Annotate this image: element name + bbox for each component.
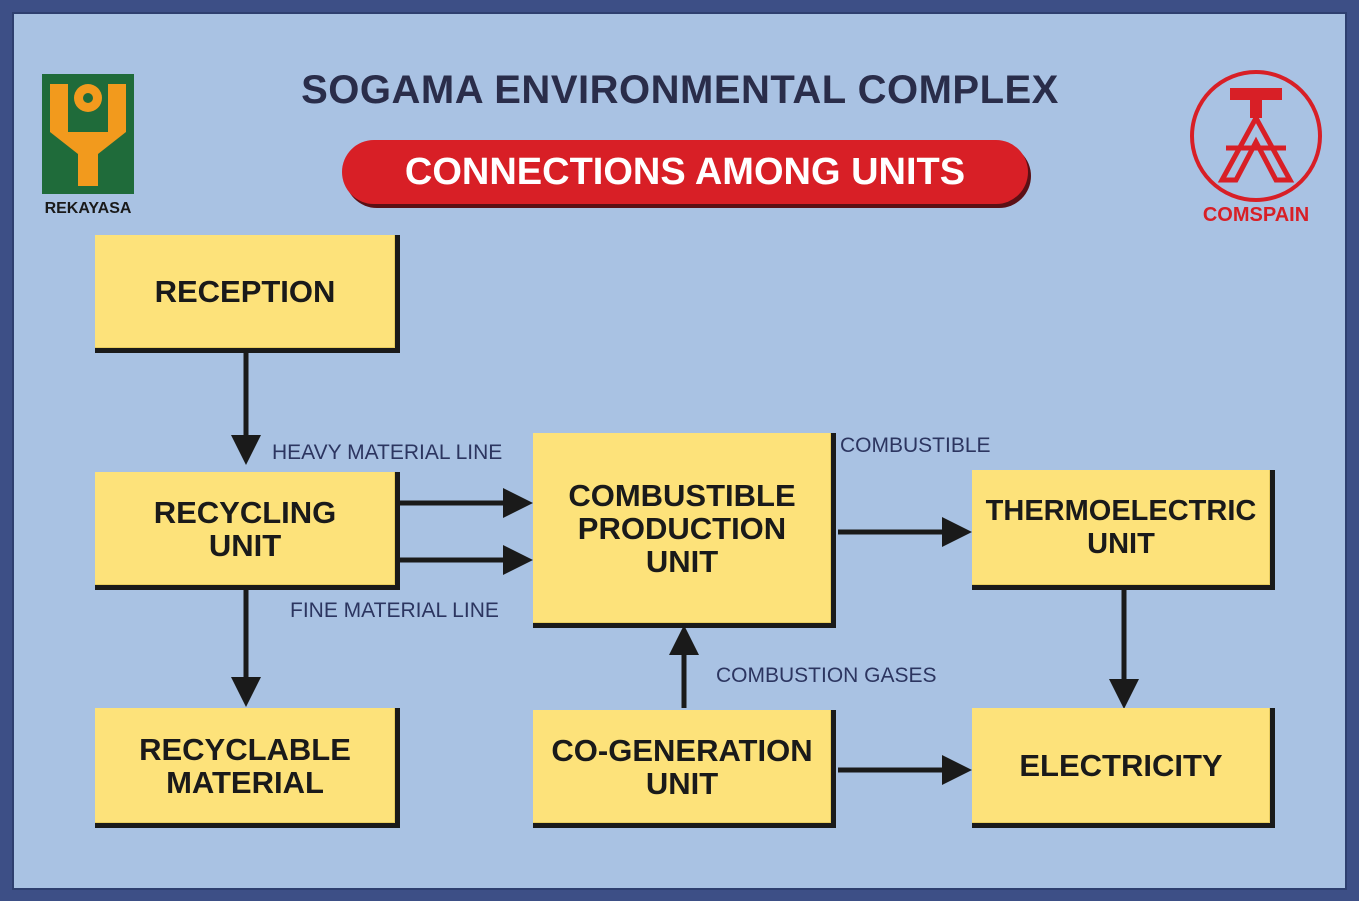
- node-thermoelectric-unit: THERMOELECTRIC UNIT: [972, 470, 1275, 590]
- label-fine-material-line: FINE MATERIAL LINE: [290, 599, 499, 622]
- node-co-generation-unit: CO-GENERATION UNIT: [533, 710, 836, 828]
- comspain-logo: [1190, 70, 1322, 202]
- node-reception: RECEPTION: [95, 235, 400, 353]
- rekayasa-label: REKAYASA: [44, 200, 132, 217]
- label-combustible: COMBUSTIBLE: [840, 434, 991, 457]
- label-combustion-gases: COMBUSTION GASES: [716, 664, 937, 687]
- page-title: SOGAMA ENVIRONMENTAL COMPLEX: [301, 68, 1059, 112]
- subtitle-text: CONNECTIONS AMONG UNITS: [404, 151, 966, 193]
- rekayasa-logo: [42, 74, 134, 194]
- node-combustible-production-unit: COMBUSTIBLE PRODUCTION UNIT: [533, 433, 836, 628]
- label-heavy-material-line: HEAVY MATERIAL LINE: [272, 441, 503, 464]
- subtitle-banner: CONNECTIONS AMONG UNITS: [342, 140, 1028, 204]
- node-recyclable-material: RECYCLABLE MATERIAL: [95, 708, 400, 828]
- node-recycling-unit: RECYCLING UNIT: [95, 472, 400, 590]
- comspain-label: COMSPAIN: [1202, 204, 1310, 226]
- node-electricity: ELECTRICITY: [972, 708, 1275, 828]
